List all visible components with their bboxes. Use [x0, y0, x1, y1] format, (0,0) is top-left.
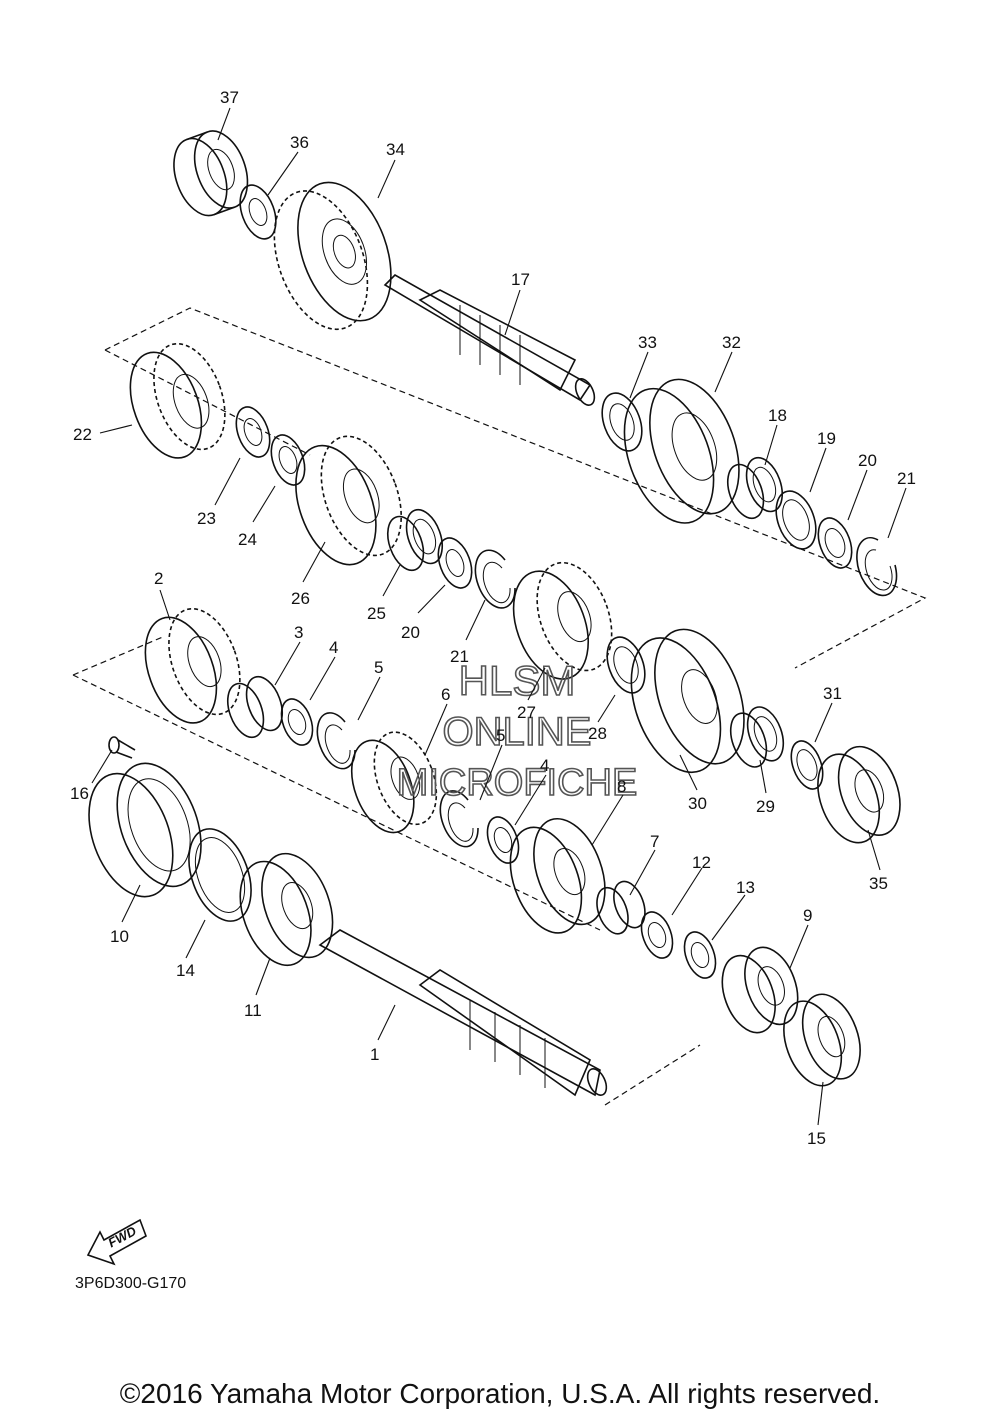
- callout-11: 11: [244, 1001, 262, 1020]
- callout-23: 23: [197, 509, 216, 528]
- callouts: 37 36 34 17 33 32 22 18 19 20 21 23 24 2…: [70, 88, 916, 1148]
- washer-4-lower: [486, 816, 520, 864]
- callout-8: 8: [617, 777, 626, 796]
- callout-13: 13: [736, 878, 755, 897]
- oil-seal-14: [188, 828, 252, 922]
- callout-20-lower: 20: [401, 623, 420, 642]
- circlip-5-lower: [439, 790, 479, 848]
- callout-2: 2: [154, 569, 163, 588]
- callout-4-upper: 4: [329, 638, 338, 657]
- callout-18: 18: [768, 406, 787, 425]
- callout-32: 32: [722, 333, 741, 352]
- washer-12: [640, 911, 674, 959]
- washer-19: [775, 490, 817, 550]
- callout-16: 16: [70, 784, 89, 803]
- gear-34: [273, 181, 392, 331]
- main-shaft-17: [383, 274, 596, 406]
- washer-20-lower: [437, 537, 473, 589]
- callout-33: 33: [638, 333, 657, 352]
- bearing-retainer-10: [88, 762, 202, 898]
- callout-10: 10: [110, 927, 129, 946]
- copyright-notice: ©2016 Yamaha Motor Corporation, U.S.A. A…: [119, 1378, 881, 1409]
- bolt-16: [108, 736, 136, 759]
- washer-36: [239, 184, 277, 240]
- callout-7: 7: [650, 832, 659, 851]
- gear-2: [144, 607, 241, 724]
- callout-22: 22: [73, 425, 92, 444]
- washer-4-upper: [280, 698, 314, 746]
- fwd-arrow-icon: FWD: [86, 1218, 147, 1266]
- group-outline-lower: [72, 635, 701, 1106]
- bearing-15: [783, 993, 861, 1087]
- part-code: 3P6D300-G170: [75, 1275, 186, 1292]
- callout-19: 19: [817, 429, 836, 448]
- callout-4-lower: 4: [540, 756, 549, 775]
- callout-1: 1: [370, 1045, 379, 1064]
- callout-21-lower: 21: [450, 647, 469, 666]
- gear-6: [350, 731, 438, 834]
- callout-20-upper: 20: [858, 451, 877, 470]
- watermark-line-3: MICROFICHE: [397, 762, 638, 804]
- callout-9: 9: [803, 906, 812, 925]
- watermark-line-1: HLSM: [459, 657, 576, 704]
- bearing-11: [239, 852, 334, 967]
- callout-35: 35: [869, 874, 888, 893]
- watermark-line-2: ONLINE: [443, 710, 592, 754]
- needle-bearing-29: [729, 706, 785, 768]
- washer-33: [601, 392, 643, 452]
- washer-24: [270, 434, 306, 486]
- circlip-21-upper: [856, 537, 898, 597]
- washer-13: [683, 931, 717, 979]
- washer-28: [606, 636, 646, 694]
- callout-37: 37: [220, 88, 239, 107]
- callout-24: 24: [238, 530, 257, 549]
- washer-23: [235, 406, 271, 458]
- callout-3-upper: 3: [294, 623, 303, 642]
- callout-5-upper: 5: [374, 658, 383, 677]
- callout-12: 12: [692, 853, 711, 872]
- callout-6: 6: [441, 685, 450, 704]
- callout-27: 27: [517, 703, 536, 722]
- callout-29: 29: [756, 797, 775, 816]
- gear-26: [295, 435, 403, 566]
- callout-34: 34: [386, 140, 405, 159]
- bearing-37: [173, 130, 249, 217]
- circlip-5-upper: [316, 712, 356, 770]
- callout-15: 15: [807, 1129, 826, 1148]
- callout-26: 26: [291, 589, 310, 608]
- bearing-35: [817, 745, 901, 844]
- needle-bearing-18: [726, 456, 784, 520]
- gear-22: [129, 342, 226, 459]
- collar-3: [226, 675, 284, 739]
- gear-30: [630, 628, 745, 774]
- gear-9: [721, 946, 799, 1034]
- circlip-21-lower: [474, 549, 516, 609]
- needle-bearing-25: [386, 508, 444, 572]
- gear-8: [509, 817, 606, 934]
- needle-bearing-7: [596, 880, 646, 935]
- gear-27: [512, 561, 613, 680]
- callout-17: 17: [511, 270, 530, 289]
- callout-21-upper: 21: [897, 469, 916, 488]
- gear-32: [623, 378, 740, 524]
- callout-28: 28: [588, 724, 607, 743]
- washer-31: [790, 740, 824, 790]
- washer-20-upper: [817, 517, 853, 569]
- callout-14: 14: [176, 961, 195, 980]
- callout-25: 25: [367, 604, 386, 623]
- callout-5-lower: 5: [496, 726, 505, 745]
- watermark: HLSM ONLINE MICROFICHE: [396, 656, 638, 805]
- main-axle-1: [318, 929, 608, 1097]
- callout-30: 30: [688, 794, 707, 813]
- callout-31: 31: [823, 684, 842, 703]
- callout-36: 36: [290, 133, 309, 152]
- fwd-label: FWD: [106, 1223, 140, 1250]
